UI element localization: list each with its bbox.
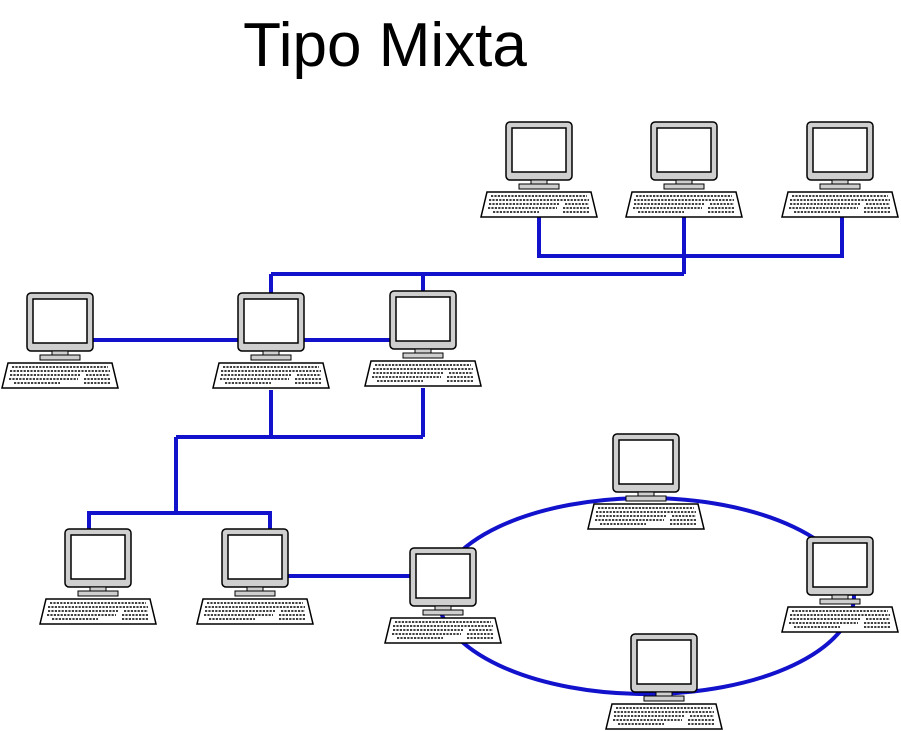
computer-icon (39, 528, 157, 625)
computer-icon (587, 433, 705, 530)
computer-icon (384, 547, 502, 644)
link-bus-top (537, 216, 844, 258)
computer-icon (605, 633, 723, 730)
page-title: Tipo Mixta (243, 11, 527, 80)
computer-icon (625, 121, 743, 218)
computers (1, 121, 899, 730)
computer-icon (781, 536, 899, 633)
computer-icon (480, 121, 598, 218)
computer-icon (781, 121, 899, 218)
link-bottom-bar (87, 511, 272, 532)
